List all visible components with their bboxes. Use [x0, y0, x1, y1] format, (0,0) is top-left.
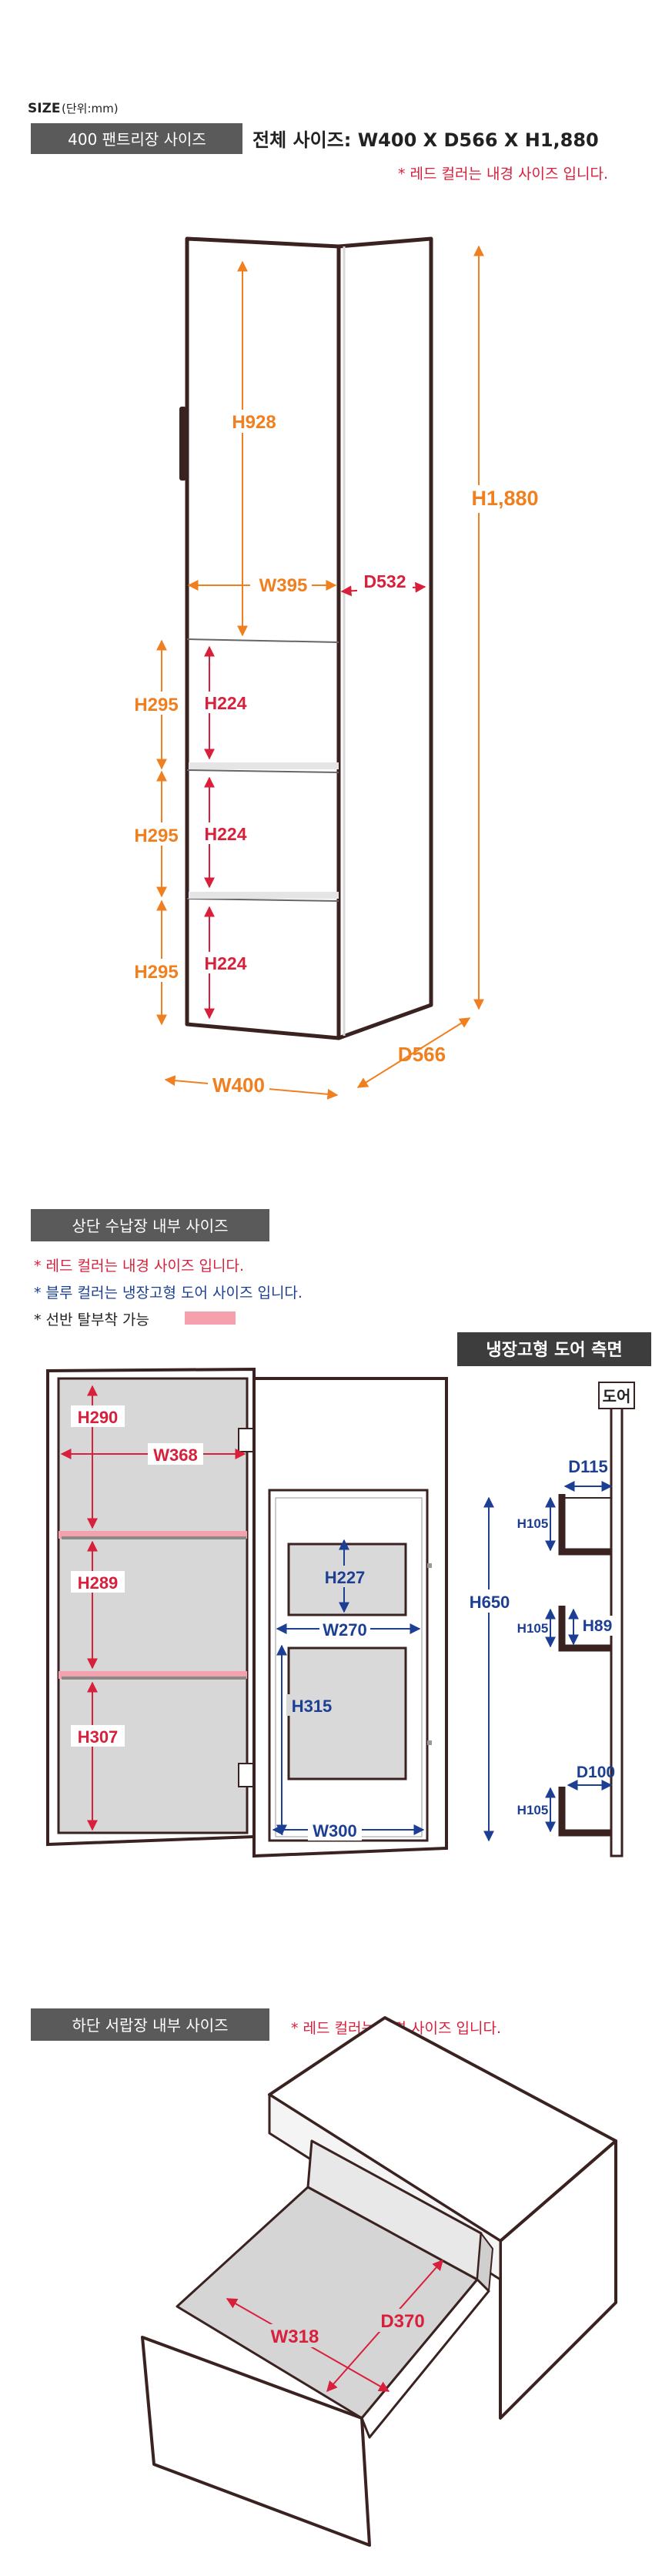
dim-w400: W400	[212, 1074, 265, 1097]
upper-cabinet-open	[46, 1367, 448, 1858]
section-lower-drawer: 하단 서랍장 내부 사이즈 * 레드 컬러는 내경 사이즈 입니다. W318 …	[31, 2008, 617, 2547]
size-label: SIZE	[28, 101, 61, 116]
dim-h289: H289	[78, 1573, 119, 1593]
section3-tag-bg	[31, 2008, 269, 2041]
dim-w270: W270	[323, 1620, 366, 1640]
dim-h295-2: H295	[134, 826, 178, 846]
section1-note: * 레드 컬러는 내경 사이즈 입니다.	[398, 166, 608, 183]
section2-note-red: * 레드 컬러는 내경 사이즈 입니다.	[34, 1258, 244, 1275]
section2-note-shelf: * 선반 탈부착 가능	[34, 1311, 149, 1328]
door-side-title: 냉장고형 도어 측면	[486, 1341, 622, 1360]
dim-w395: W395	[259, 575, 308, 596]
dim-h307: H307	[78, 1727, 119, 1747]
dim-h224-2: H224	[205, 824, 247, 844]
dim-d370: D370	[380, 2311, 424, 2332]
dim-h650: H650	[470, 1593, 510, 1612]
dim-h315: H315	[292, 1697, 333, 1716]
dim-h89: H89	[583, 1617, 613, 1635]
section2-note-blue: * 블루 컬러는 냉장고형 도어 사이즈 입니다.	[34, 1285, 303, 1301]
section-upper-cabinet: 상단 수납장 내부 사이즈 * 레드 컬러는 내경 사이즈 입니다. * 블루 …	[31, 1209, 651, 1858]
dim-d115: D115	[568, 1457, 607, 1476]
drawer-illustration	[141, 2016, 617, 2547]
dim-h224-3: H224	[205, 953, 247, 973]
dim-h227: H227	[325, 1568, 366, 1587]
dim-h1880: H1,880	[471, 487, 538, 510]
door-handle	[179, 407, 186, 481]
dim-w368: W368	[153, 1445, 197, 1465]
door-side-view: 냉장고형 도어 측면 도어 H650 D115 H105 H89 H105 D1…	[457, 1332, 651, 1857]
dim-d566: D566	[398, 1043, 446, 1066]
dim-h105-2: H105	[517, 1621, 549, 1636]
door-side-title-bg	[457, 1332, 651, 1366]
section3-tag: 하단 서랍장 내부 사이즈	[72, 2016, 228, 2035]
dim-w318: W318	[271, 2326, 319, 2347]
section2-tag-bg	[31, 1209, 269, 1241]
shelf-color-swatch	[185, 1311, 236, 1325]
dim-h928: H928	[232, 412, 276, 433]
dim-h105-1: H105	[517, 1516, 549, 1531]
dim-d532: D532	[364, 571, 406, 591]
dim-h295-3: H295	[134, 962, 178, 983]
dim-h290: H290	[78, 1408, 119, 1427]
dim-d100: D100	[577, 1764, 615, 1781]
size-header: SIZE (단위:mm)	[28, 101, 119, 116]
dim-w300: W300	[313, 1821, 356, 1841]
section1-tag-bg	[31, 123, 242, 154]
open-door	[252, 1377, 448, 1858]
dim-h224-1: H224	[205, 693, 247, 713]
dim-h105-3: H105	[517, 1803, 549, 1817]
section-pantry-overall: 400 팬트리장 사이즈 전체 사이즈: W400 X D566 X H1,88…	[31, 123, 608, 1100]
section1-tag: 400 팬트리장 사이즈	[68, 130, 206, 149]
total-size: 전체 사이즈: W400 X D566 X H1,880	[252, 129, 599, 151]
door-label: 도어	[603, 1387, 631, 1405]
pantry-cabinet	[179, 236, 433, 1040]
section2-tag: 상단 수납장 내부 사이즈	[72, 1217, 228, 1235]
dim-h295-1: H295	[134, 695, 178, 715]
size-unit: (단위:mm)	[62, 102, 119, 116]
